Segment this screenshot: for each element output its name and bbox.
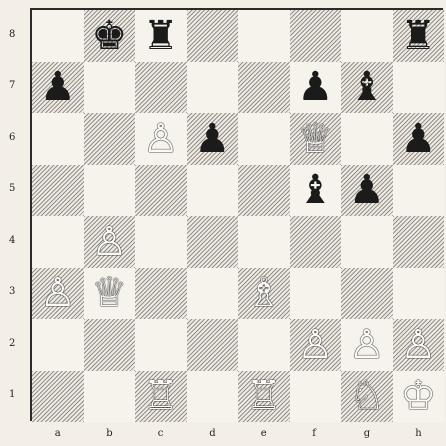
square-f3[interactable] — [290, 268, 342, 320]
square-e4[interactable] — [238, 216, 290, 268]
square-h7[interactable] — [393, 62, 445, 114]
black-pawn-icon[interactable]: ♟ — [290, 62, 342, 114]
square-c7[interactable] — [135, 62, 187, 114]
square-h4[interactable] — [393, 216, 445, 268]
square-g6[interactable] — [341, 113, 393, 165]
black-king-icon[interactable]: ♚ — [84, 10, 136, 62]
rank-label-6: 6 — [9, 132, 15, 143]
square-f1[interactable] — [290, 371, 342, 423]
square-e6[interactable] — [238, 113, 290, 165]
square-d5[interactable] — [187, 165, 239, 217]
file-label-d: d — [209, 428, 215, 439]
square-g8[interactable] — [341, 10, 393, 62]
square-a5[interactable] — [32, 165, 84, 217]
square-c4[interactable] — [135, 216, 187, 268]
black-pawn-icon[interactable]: ♟ — [187, 113, 239, 165]
file-label-f: f — [312, 428, 316, 439]
square-d1[interactable] — [187, 371, 239, 423]
square-c5[interactable] — [135, 165, 187, 217]
square-b5[interactable] — [84, 165, 136, 217]
square-c2[interactable] — [135, 319, 187, 371]
square-a2[interactable] — [32, 319, 84, 371]
file-label-c: c — [158, 428, 164, 439]
white-pawn-icon[interactable]: ♙ — [393, 319, 445, 371]
white-knight-icon[interactable]: ♘ — [341, 371, 393, 423]
square-f8[interactable] — [290, 10, 342, 62]
chess-board: ♚♜♜♟♟♝♙♟♕♟♝♟♙♙♕♗♙♙♙♖♖♘♔ — [30, 8, 443, 421]
square-a1[interactable] — [32, 371, 84, 423]
black-bishop-icon[interactable]: ♝ — [341, 62, 393, 114]
black-pawn-icon[interactable]: ♟ — [32, 62, 84, 114]
black-bishop-icon[interactable]: ♝ — [290, 165, 342, 217]
white-pawn-icon[interactable]: ♙ — [135, 113, 187, 165]
square-h5[interactable] — [393, 165, 445, 217]
white-pawn-icon[interactable]: ♙ — [341, 319, 393, 371]
file-label-a: a — [55, 428, 61, 439]
square-e7[interactable] — [238, 62, 290, 114]
square-a4[interactable] — [32, 216, 84, 268]
square-e2[interactable] — [238, 319, 290, 371]
white-pawn-icon[interactable]: ♙ — [84, 216, 136, 268]
black-rook-icon[interactable]: ♜ — [393, 10, 445, 62]
square-d8[interactable] — [187, 10, 239, 62]
square-d4[interactable] — [187, 216, 239, 268]
black-rook-icon[interactable]: ♜ — [135, 10, 187, 62]
square-d7[interactable] — [187, 62, 239, 114]
square-b1[interactable] — [84, 371, 136, 423]
white-queen-icon[interactable]: ♕ — [84, 268, 136, 320]
square-b6[interactable] — [84, 113, 136, 165]
rank-label-7: 7 — [9, 80, 15, 91]
white-pawn-icon[interactable]: ♙ — [32, 268, 84, 320]
black-pawn-icon[interactable]: ♟ — [341, 165, 393, 217]
file-label-b: b — [106, 428, 112, 439]
rank-label-5: 5 — [9, 183, 15, 194]
square-g4[interactable] — [341, 216, 393, 268]
rank-label-2: 2 — [9, 338, 15, 349]
white-pawn-icon[interactable]: ♙ — [290, 319, 342, 371]
square-e5[interactable] — [238, 165, 290, 217]
rank-label-4: 4 — [9, 235, 15, 246]
square-a8[interactable] — [32, 10, 84, 62]
white-bishop-icon[interactable]: ♗ — [238, 268, 290, 320]
black-pawn-icon[interactable]: ♟ — [393, 113, 445, 165]
white-king-icon[interactable]: ♔ — [393, 371, 445, 423]
square-b7[interactable] — [84, 62, 136, 114]
square-h3[interactable] — [393, 268, 445, 320]
square-d3[interactable] — [187, 268, 239, 320]
square-f4[interactable] — [290, 216, 342, 268]
square-e8[interactable] — [238, 10, 290, 62]
file-label-h: h — [415, 428, 421, 439]
white-rook-icon[interactable]: ♖ — [135, 371, 187, 423]
file-label-e: e — [261, 428, 267, 439]
rank-label-3: 3 — [9, 286, 15, 297]
square-g3[interactable] — [341, 268, 393, 320]
rank-label-1: 1 — [9, 389, 15, 400]
rank-label-8: 8 — [9, 29, 15, 40]
white-queen-icon[interactable]: ♕ — [290, 113, 342, 165]
file-label-g: g — [364, 428, 370, 439]
square-d2[interactable] — [187, 319, 239, 371]
square-c3[interactable] — [135, 268, 187, 320]
square-b2[interactable] — [84, 319, 136, 371]
white-rook-icon[interactable]: ♖ — [238, 371, 290, 423]
square-a6[interactable] — [32, 113, 84, 165]
